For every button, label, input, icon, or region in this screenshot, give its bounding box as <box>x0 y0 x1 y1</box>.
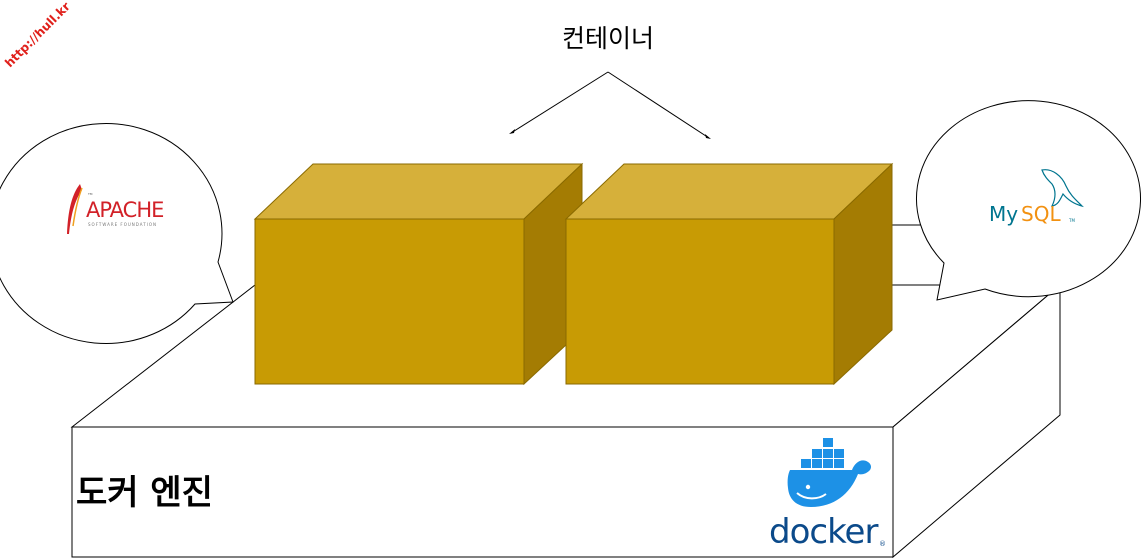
apache-superscript: TM <box>87 192 93 196</box>
container-box-1 <box>253 162 584 386</box>
container-label: 컨테이너 <box>562 24 654 53</box>
container-pointer-lines <box>509 71 711 139</box>
mysql-wordmark-my: My <box>989 202 1018 226</box>
docker-logo: docker ® <box>769 438 886 552</box>
docker-engine-label: 도커 엔진 <box>76 473 213 513</box>
container-box-2 <box>564 162 894 386</box>
docker-registered-mark: ® <box>879 540 886 548</box>
apache-wordmark: APACHE <box>86 198 163 222</box>
mysql-speech-bubble <box>916 100 1141 301</box>
container-1-front <box>254 218 525 385</box>
apache-logo: APACHE TM SOFTWARE FOUNDATION <box>67 184 164 234</box>
mysql-logo: My SQL TM <box>989 169 1084 226</box>
mysql-trademark: TM <box>1068 218 1075 223</box>
mysql-dolphin-icon <box>1041 169 1084 208</box>
apache-tagline: SOFTWARE FOUNDATION <box>88 222 157 227</box>
docker-wordmark: docker <box>769 512 878 552</box>
apache-feather-icon <box>67 184 82 234</box>
watermark-text: http://hull.kr <box>2 0 73 70</box>
mysql-wordmark-sql: SQL <box>1021 202 1061 226</box>
apache-speech-bubble <box>0 123 234 344</box>
platform-front-face <box>71 426 894 558</box>
container-2-front <box>565 218 835 385</box>
docker-whale-icon <box>787 438 872 507</box>
